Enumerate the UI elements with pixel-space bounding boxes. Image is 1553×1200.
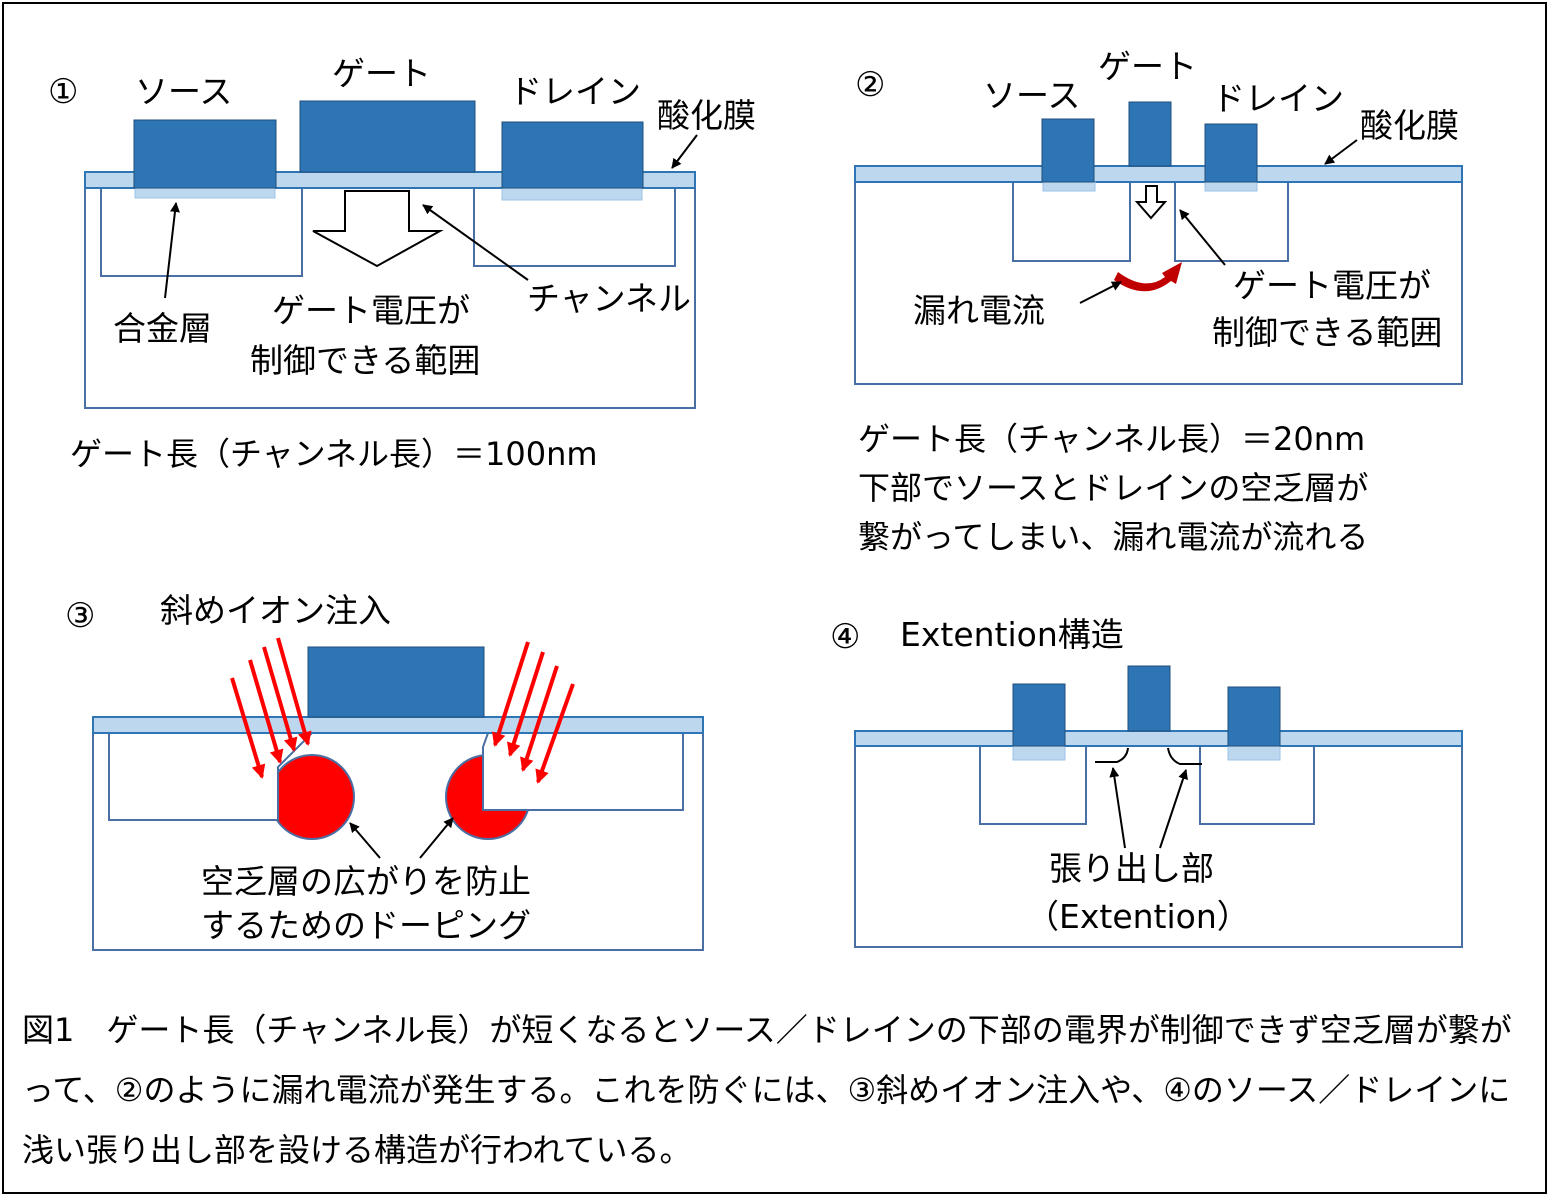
channel-pointer [422,204,529,281]
gate-range-label-2: 制御できる範囲 [1212,313,1442,352]
alloy-pointer [164,202,180,299]
doping-label-1: 空乏層の広がりを防止 [201,862,531,901]
panel-3: ③ 斜めイオン注入 空乏層の広がりを防止 するためのドーピング [65,591,704,951]
drain-electrode [1204,123,1258,183]
leak-current-arrow [1114,262,1182,292]
panel-1: ① ソース ゲート ドレイン 酸化膜 合金層 ゲート電圧が 制御できる範囲 チャ… [48,54,756,473]
doping-pointer-right [419,817,454,859]
channel-label: チャンネル [527,279,691,318]
oxide-layer [92,716,704,734]
alloy-layer-drain [1227,745,1281,761]
alloy-layer-drain [1204,181,1258,192]
alloy-layer-source [1012,745,1066,761]
source-electrode [1012,683,1066,747]
extension-pointer-left [1109,767,1126,849]
source-region [100,187,303,277]
gate-range-label-1: ゲート電圧が [272,291,470,330]
alloy-layer-drain [501,187,643,201]
source-label: ソース [983,76,1080,115]
oxide-label: 酸化膜 [1360,106,1459,145]
panel-number: ① [48,72,78,112]
gate-range-pointer [1179,209,1226,266]
desc-line-3: 繋がってしまい、漏れ電流が流れる [858,518,1368,556]
oxide-layer [854,165,1463,183]
panel-number: ③ [65,596,95,636]
oxide-pointer [1324,139,1358,165]
source-electrode [133,119,277,189]
doping-pointer-left [349,822,381,859]
alloy-layer-source [1042,181,1096,192]
panel-title: Extention構造 [900,615,1124,654]
ion-implant-arrows-right [491,641,575,784]
alloy-layer-source [134,187,276,199]
drain-electrode [501,121,644,189]
desc-line-2: 下部でソースとドレインの空乏層が [858,469,1368,507]
leak-pointer [1079,281,1122,304]
source-electrode [1041,118,1095,183]
gate-range-label-1: ゲート電圧が [1233,266,1431,305]
extension-left [1095,747,1129,763]
gate-electrode [307,646,485,718]
drain-label: ドレイン [1212,79,1344,118]
gate-electrode [299,100,476,173]
desc-line-1: ゲート長（チャンネル長）＝20nm [858,420,1365,458]
figure-caption: 図1 ゲート長（チャンネル長）が短くなるとソース／ドレインの下部の電界が制御でき… [22,1011,1512,1169]
extension-label-2: （Extention） [1026,897,1250,936]
gate-electrode [1127,665,1171,732]
panel-4: ④ Extention構造 張り出し部 （Extention） [830,615,1463,948]
drain-electrode [1227,686,1281,747]
oxide-pointer [671,134,698,169]
drain-region [473,187,676,267]
gate-label: ゲート [332,54,431,93]
drain-label: ドレイン [509,72,641,111]
panel-title: 斜めイオン注入 [160,591,391,630]
gate-range-label-2: 制御できる範囲 [250,341,480,380]
extension-right [1167,747,1202,765]
source-label: ソース [135,72,232,111]
panel-2: ② ソース ゲート ドレイン 酸化膜 漏れ電流 ゲート電圧が 制御できる範囲 ゲ… [854,47,1463,556]
source-region [1012,181,1131,262]
leak-current-label: 漏れ電流 [913,291,1045,330]
halo-doping-left [269,754,355,840]
gate-field-arrow [312,190,444,268]
substrate [854,745,1463,948]
oxide-layer [854,730,1463,747]
doping-label-2: するためのドーピング [201,906,531,945]
extension-label-1: 張り出し部 [1049,849,1214,888]
gate-electrode [1128,101,1172,167]
panel-number: ② [855,65,885,105]
ion-implant-arrows-left [230,637,312,779]
alloy-label: 合金層 [113,309,212,348]
oxide-label: 酸化膜 [657,96,756,135]
panel-number: ④ [830,617,860,657]
gate-label: ゲート [1098,47,1197,86]
drain-region [1174,181,1289,262]
gate-length-text: ゲート長（チャンネル長）＝100nm [70,435,598,473]
extension-pointer-right [1159,769,1188,849]
gate-field-arrow [1134,185,1168,220]
